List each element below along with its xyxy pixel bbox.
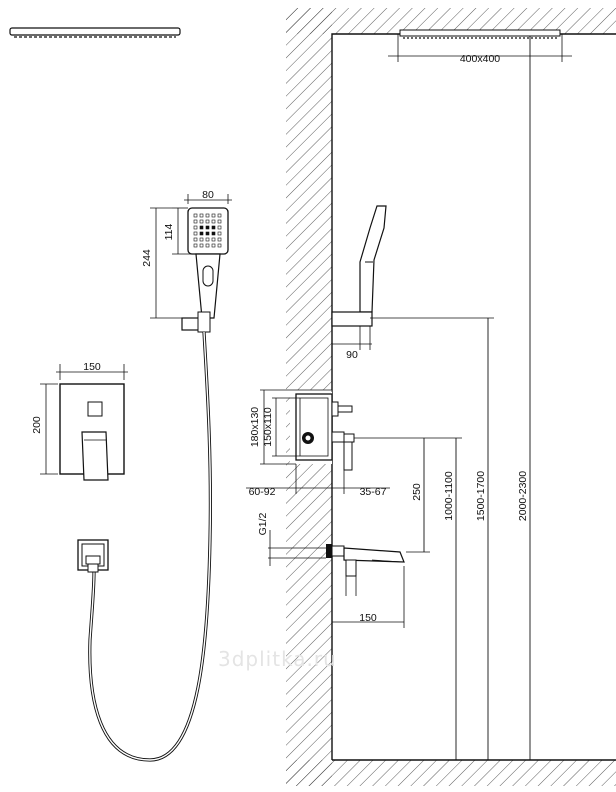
nozzle (217, 225, 222, 230)
nozzle (199, 237, 204, 242)
nozzle (193, 237, 198, 242)
nozzle (193, 219, 198, 224)
hand-shower-width-label: 80 (202, 189, 214, 201)
nozzle (205, 231, 210, 236)
holder-height-label: 1500-1700 (475, 471, 487, 521)
shower-hose (88, 331, 213, 762)
hand-shower-head-height-label: 114 (163, 223, 175, 240)
thread-label: G1/2 (257, 512, 269, 535)
nozzle (193, 225, 198, 230)
nozzle (211, 213, 216, 218)
nozzle (205, 225, 210, 230)
nozzle (199, 213, 204, 218)
wall-outlet (77, 539, 109, 573)
handle-projection-label: 35-67 (360, 486, 387, 498)
rain-head-height-label: 2000-2300 (517, 471, 529, 521)
nozzle (199, 225, 204, 230)
nozzle (211, 237, 216, 242)
nozzle (217, 219, 222, 224)
nozzle (205, 219, 210, 224)
nozzle (217, 231, 222, 236)
nozzle (205, 213, 210, 218)
watermark: 3dplitka.ru (218, 647, 337, 671)
rain-shower-head: 400x400 (388, 29, 572, 65)
bath-spout: G1/2 150 (257, 512, 405, 628)
nozzle (211, 219, 216, 224)
nozzle (205, 237, 210, 242)
mixer-height-label: 1000-1100 (443, 471, 455, 521)
wall (286, 8, 616, 786)
nozzle (217, 237, 222, 242)
hand-shower-length-label: 244 (141, 249, 153, 267)
rain-head-elevation (9, 27, 181, 38)
nozzle (193, 213, 198, 218)
box-depth-label: 60-92 (249, 486, 276, 498)
nozzle (205, 243, 210, 248)
mixer-box-side-view: 180x130 150x110 60-92 35-67 (246, 386, 390, 498)
plate-width-label: 150 (83, 361, 101, 373)
mixer-plate-front-view: 150 200 (31, 361, 128, 481)
hand-shower-front-view: 80 114 244 (141, 189, 232, 333)
nozzle (217, 213, 222, 218)
spout-length-label: 150 (359, 612, 377, 624)
nozzle (193, 231, 198, 236)
box-inner-label: 150x110 (262, 407, 274, 447)
rain-head-size-label: 400x400 (460, 53, 500, 65)
nozzle (199, 219, 204, 224)
nozzle (199, 243, 204, 248)
plate-height-label: 200 (31, 416, 43, 434)
nozzle (211, 243, 216, 248)
mixer-to-spout-label: 250 (411, 483, 423, 501)
height-dimensions: 2000-2300 1500-1700 1000-1100 250 (354, 36, 531, 760)
nozzle-grid (193, 213, 222, 248)
nozzle (199, 231, 204, 236)
nozzle (211, 231, 216, 236)
nozzle (211, 225, 216, 230)
nozzle (193, 243, 198, 248)
hand-shower-side-view: 90 (331, 205, 387, 361)
holder-depth-label: 90 (346, 349, 358, 361)
nozzle (217, 243, 222, 248)
box-outer-label: 180x130 (249, 407, 261, 447)
